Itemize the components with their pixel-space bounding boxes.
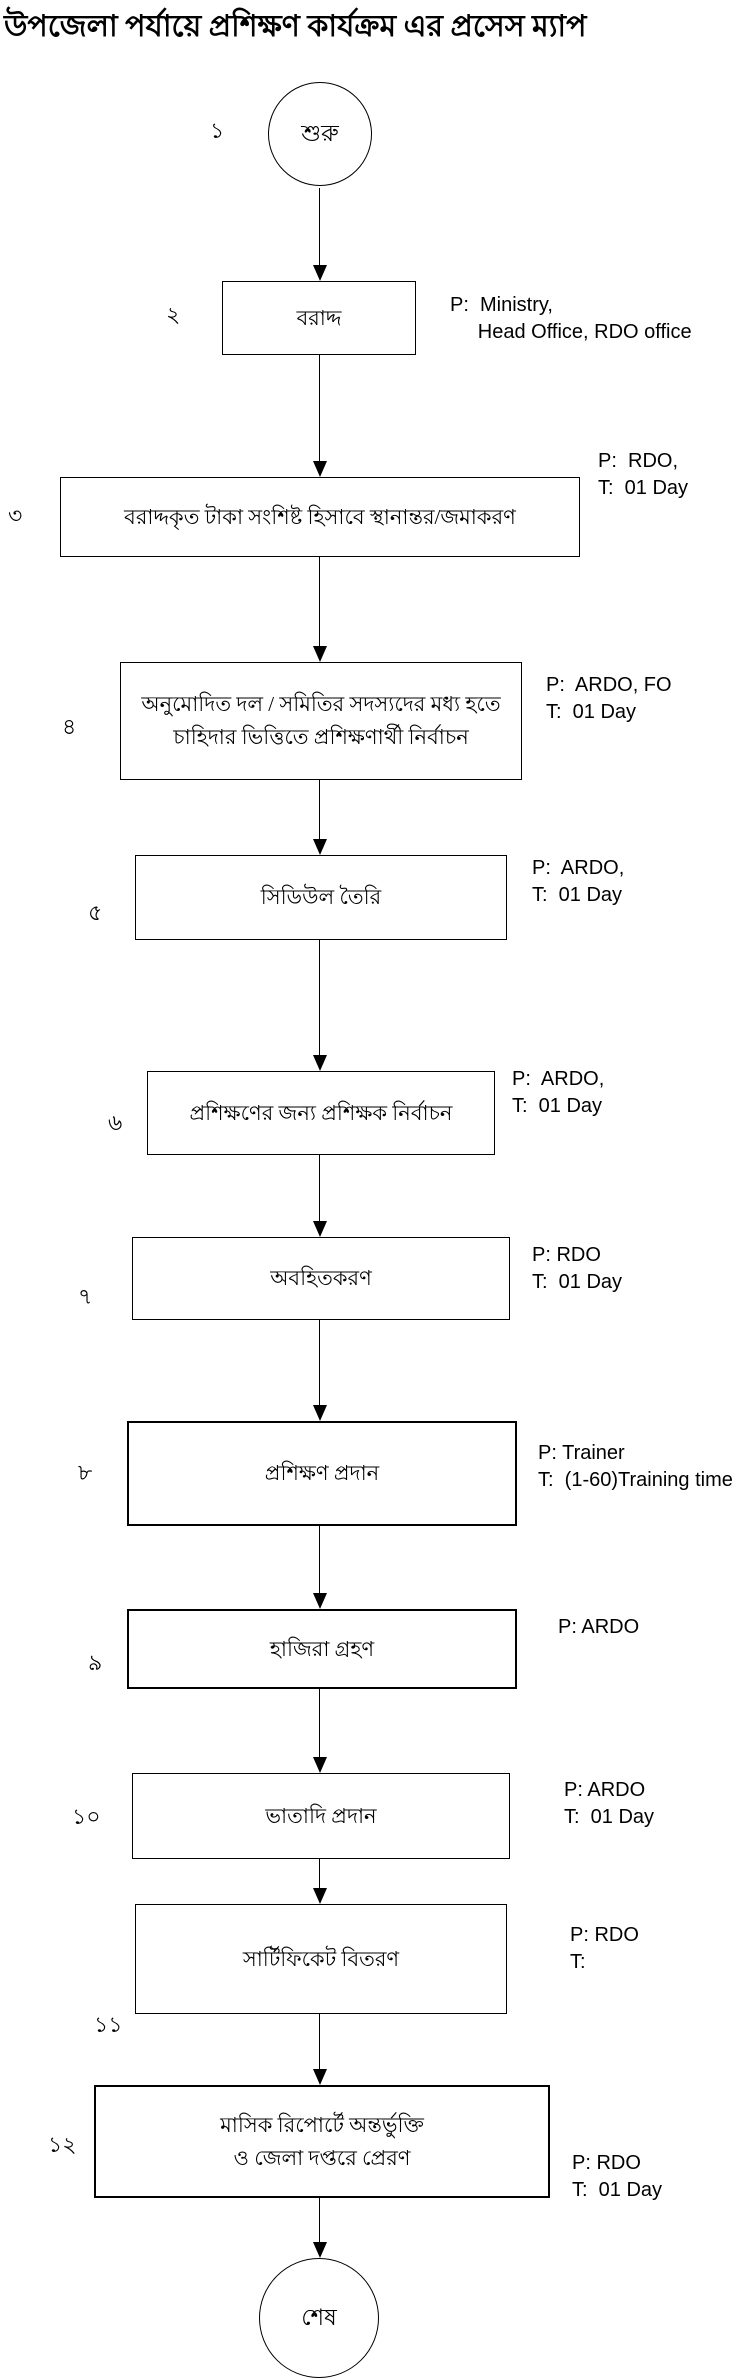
arrow-step10-to-step11: [312, 1859, 327, 1904]
step-6-box: প্রশিক্ষণের জন্য প্রশিক্ষক নির্বাচন: [147, 1071, 495, 1155]
step-7-label: অবহিতকরণ: [270, 1266, 372, 1291]
step-10-label: ভাতাদি প্রদান: [265, 1803, 377, 1828]
start-terminal: শুরু: [268, 82, 372, 186]
step-4-label: অনুমোদিত দল / সমিতির সদস্যদের মধ্য হতে চ…: [141, 692, 501, 749]
step-9-box: হাজিরা গ্রহণ: [127, 1609, 517, 1689]
step-12-box: মাসিক রিপোর্টে অন্তর্ভুক্তি ও জেলা দপ্তর…: [94, 2085, 550, 2198]
arrow-step7-to-step8: [312, 1320, 327, 1421]
step-8-box: প্রশিক্ষণ প্রদান: [127, 1421, 517, 1526]
arrow-step3-to-step4: [312, 557, 327, 662]
step-2-box: বরাদ্দ: [222, 281, 416, 355]
step-8-number: ৮: [78, 1460, 93, 1485]
step-5-box: সিডিউল তৈরি: [135, 855, 507, 940]
step-2-label: বরাদ্দ: [296, 305, 342, 330]
step-2-number: ২: [166, 302, 181, 327]
arrow-step4-to-step5: [312, 780, 327, 855]
end-terminal: শেষ: [259, 2258, 379, 2378]
arrow-step8-to-step9: [312, 1526, 327, 1609]
step-2-annotation: P: Ministry, Head Office, RDO office: [450, 294, 692, 343]
step-11-number: ১১: [94, 2012, 123, 2037]
step-3-number: ৩: [8, 503, 23, 528]
arrow-start-to-step2: [312, 188, 327, 281]
arrow-step2-to-step3: [312, 355, 327, 477]
step-6-label: প্রশিক্ষণের জন্য প্রশিক্ষক নির্বাচন: [189, 1100, 453, 1125]
step-7-box: অবহিতকরণ: [132, 1237, 510, 1320]
arrow-step6-to-step7: [312, 1155, 327, 1237]
arrow-step11-to-step12: [312, 2014, 327, 2085]
page-title: উপজেলা পর্যায়ে প্রশিক্ষণ কার্যক্রম এর প…: [4, 10, 587, 43]
step-12-number: ১২: [48, 2132, 77, 2157]
step-4-number: ৪: [62, 714, 77, 739]
step-5-annotation: P: ARDO, T: 01 Day: [532, 857, 625, 906]
step-1-number: ১: [210, 118, 225, 143]
step-9-label: হাজিরা গ্রহণ: [269, 1636, 375, 1661]
step-9-annotation: P: ARDO: [558, 1616, 640, 1638]
step-3-box: বরাদ্দকৃত টাকা সংশিষ্ট হিসাবে স্থানান্তর…: [60, 477, 580, 557]
step-7-annotation: P: RDO T: 01 Day: [532, 1244, 623, 1293]
end-label: শেষ: [301, 2305, 337, 2331]
arrow-step12-to-end: [312, 2198, 327, 2258]
step-8-label: প্রশিক্ষণ প্রদান: [264, 1461, 380, 1486]
start-label: শুরু: [301, 121, 339, 147]
arrow-step9-to-step10: [312, 1689, 327, 1773]
step-10-number: ১০: [72, 1804, 101, 1829]
step-5-number: ৫: [88, 900, 103, 925]
step-3-annotation: P: RDO, T: 01 Day: [598, 450, 689, 499]
step-5-label: সিডিউল তৈরি: [260, 885, 382, 910]
step-3-label: বরাদ্দকৃত টাকা সংশিষ্ট হিসাবে স্থানান্তর…: [124, 504, 516, 529]
step-11-annotation: P: RDO T:: [570, 1924, 639, 1973]
step-11-label: সার্টিফিকেট বিতরণ: [242, 1946, 400, 1971]
step-6-annotation: P: ARDO, T: 01 Day: [512, 1068, 605, 1117]
step-9-number: ৯: [88, 1650, 103, 1675]
step-7-number: ৭: [78, 1284, 93, 1309]
step-12-annotation: P: RDO T: 01 Day: [572, 2152, 663, 2201]
step-10-box: ভাতাদি প্রদান: [132, 1773, 510, 1859]
step-4-annotation: P: ARDO, FO T: 01 Day: [546, 674, 672, 723]
step-4-box: অনুমোদিত দল / সমিতির সদস্যদের মধ্য হতে চ…: [120, 662, 522, 780]
step-6-number: ৬: [108, 1110, 123, 1135]
step-8-annotation: P: Trainer T: (1-60)Training time: [538, 1442, 733, 1491]
step-10-annotation: P: ARDO T: 01 Day: [564, 1779, 655, 1828]
step-12-label: মাসিক রিপোর্টে অন্তর্ভুক্তি ও জেলা দপ্তর…: [220, 2112, 424, 2170]
step-11-box: সার্টিফিকেট বিতরণ: [135, 1904, 507, 2014]
arrow-step5-to-step6: [312, 940, 327, 1071]
